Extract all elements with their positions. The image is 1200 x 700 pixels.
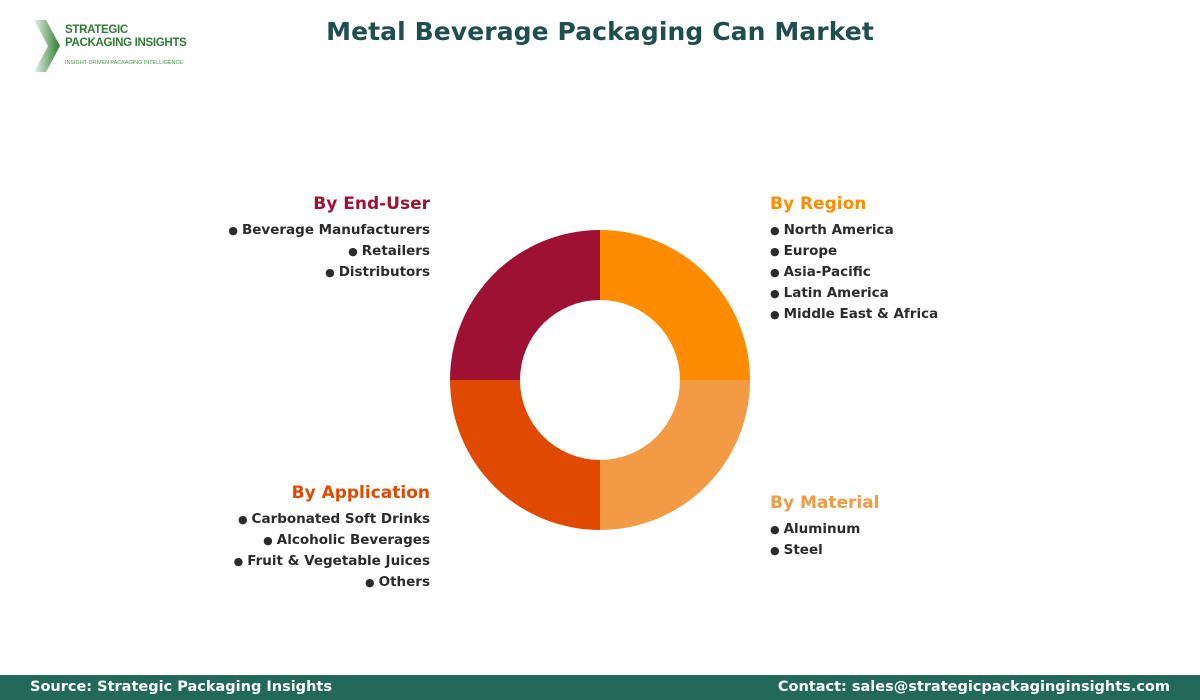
segment-end-user: By End-User ●Beverage Manufacturers ●Ret… — [228, 194, 430, 283]
bullet-icon: ● — [770, 544, 780, 557]
footer-contact: Contact: sales@strategicpackaginginsight… — [777, 679, 1170, 695]
list-item: ●Others — [365, 574, 430, 590]
segment-region: By Region ●North America ●Europe ●Asia-P… — [770, 194, 938, 325]
logo-tagline: INSIGHT-DRIVEN PACKAGING INTELLIGENCE — [65, 60, 184, 66]
segment-title-application: By Application — [291, 483, 430, 503]
logo-text-line1: STRATEGIC — [65, 24, 128, 36]
list-item: ●North America — [770, 222, 894, 238]
donut-chart — [450, 230, 750, 530]
list-item: ●Carbonated Soft Drinks — [237, 511, 430, 527]
list-item: ●Latin America — [770, 285, 889, 301]
logo-text-line2: PACKAGING INSIGHTS — [65, 37, 187, 49]
list-item: ●Steel — [770, 542, 823, 558]
list-item: ●Distributors — [325, 264, 430, 280]
list-item: ●Asia-Pacific — [770, 264, 871, 280]
segment-application: By Application ●Carbonated Soft Drinks ●… — [234, 483, 430, 593]
footer-source: Source: Strategic Packaging Insights — [30, 679, 332, 695]
segment-title-material: By Material — [770, 493, 880, 513]
bullet-icon: ● — [228, 224, 238, 237]
bullet-icon: ● — [770, 224, 780, 237]
footer-bar: Source: Strategic Packaging Insights Con… — [0, 675, 1200, 700]
donut-segment-material — [600, 380, 750, 530]
bullet-icon: ● — [348, 245, 358, 258]
chevron-logo-icon — [34, 20, 60, 72]
bullet-icon: ● — [770, 266, 780, 279]
bullet-icon: ● — [770, 308, 780, 321]
donut-segment-region — [600, 230, 750, 380]
list-item: ●Retailers — [348, 243, 430, 259]
bullet-icon: ● — [325, 266, 335, 279]
segment-title-region: By Region — [770, 194, 867, 214]
bullet-icon: ● — [770, 245, 780, 258]
bullet-icon: ● — [237, 513, 248, 526]
bullet-icon: ● — [770, 523, 780, 536]
donut-segment-application — [450, 380, 600, 530]
list-item: ●Europe — [770, 243, 838, 259]
list-item: ●Beverage Manufacturers — [228, 222, 430, 238]
bullet-icon: ● — [365, 576, 375, 589]
bullet-icon: ● — [770, 287, 780, 300]
bullet-icon: ● — [233, 555, 244, 568]
brand-logo: STRATEGIC PACKAGING INSIGHTS INSIGHT-DRI… — [32, 20, 202, 72]
segment-title-end-user: By End-User — [313, 194, 430, 214]
donut-segment-end-user — [450, 230, 600, 380]
page-title: Metal Beverage Packaging Can Market — [326, 17, 874, 46]
list-item: ●Aluminum — [770, 521, 861, 537]
bullet-icon: ● — [263, 534, 273, 547]
list-item: ●Alcoholic Beverages — [263, 532, 430, 548]
list-item: ●Middle East & Africa — [770, 306, 939, 322]
segment-material: By Material ●Aluminum ●Steel — [770, 493, 880, 561]
list-item: ●Fruit & Vegetable Juices — [233, 553, 430, 569]
